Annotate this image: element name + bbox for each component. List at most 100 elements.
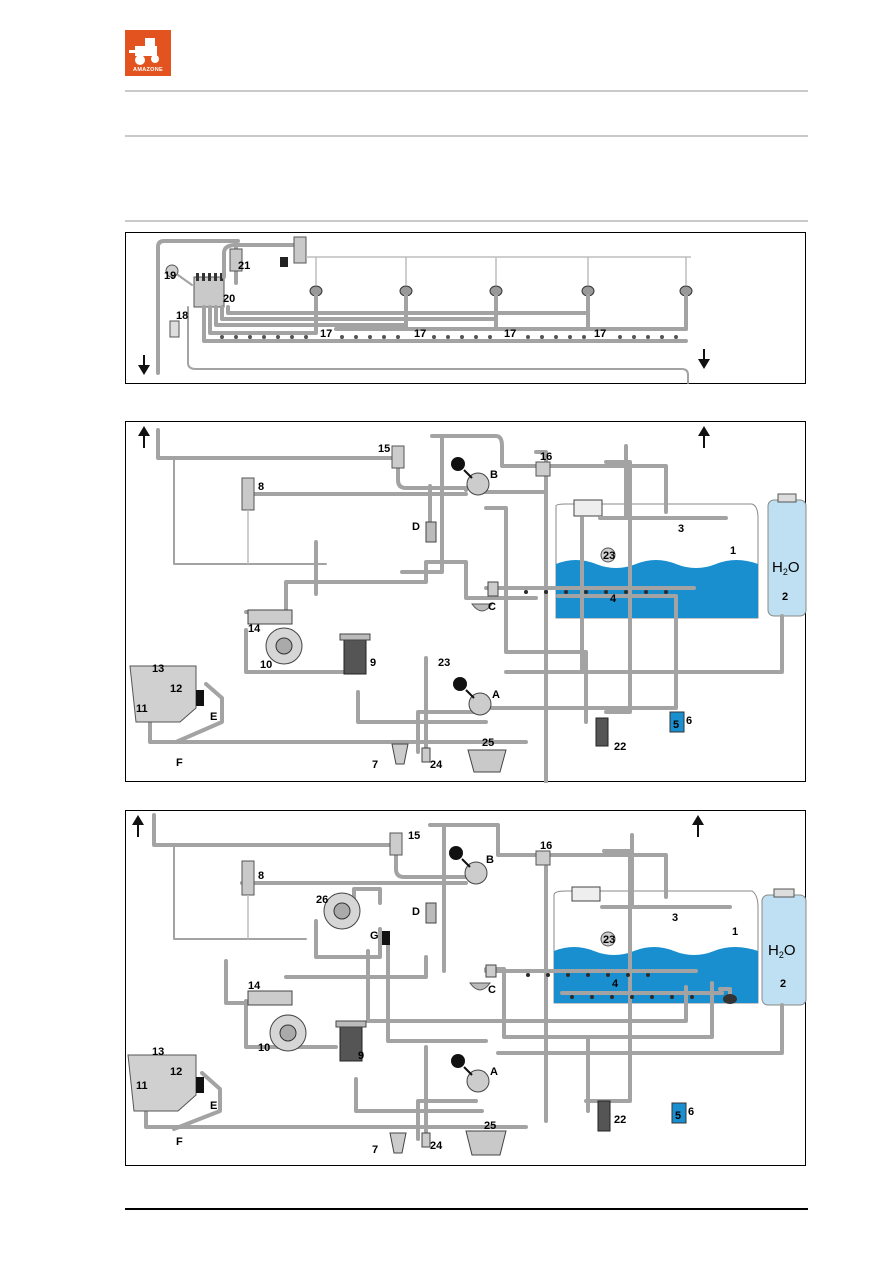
- label-E: E: [210, 711, 217, 723]
- hose-reel-icon: [597, 1100, 611, 1132]
- canister-icon: [669, 711, 685, 733]
- valve-icon: [389, 1132, 407, 1154]
- label-C: C: [488, 984, 496, 996]
- label-19: 19: [164, 270, 176, 282]
- label-15: 15: [408, 830, 420, 842]
- gauge-icon: [600, 547, 616, 563]
- label-D: D: [412, 906, 420, 918]
- valve-icon: [247, 990, 293, 1006]
- valve-icon: [391, 445, 405, 469]
- label-5: 5: [673, 719, 679, 731]
- label-8: 8: [258, 481, 264, 493]
- label-F: F: [176, 1136, 183, 1148]
- label-1: 1: [730, 545, 736, 557]
- agitator-nozzles-2: [570, 995, 694, 999]
- flowmeter-icon: [241, 860, 255, 896]
- label-24: 24: [430, 1140, 443, 1152]
- arrow-up-icon: [132, 815, 144, 837]
- arrow-up-icon: [698, 426, 710, 448]
- label-14: 14: [248, 980, 261, 992]
- valve-icon: [425, 902, 437, 924]
- logo-text: AMAZONE: [133, 67, 163, 73]
- valve-icon: [453, 677, 492, 716]
- label-12: 12: [170, 1066, 182, 1078]
- label-22: 22: [614, 741, 626, 753]
- label-F: F: [176, 757, 183, 769]
- circuit-diagram-panel-2: 1 2 3 4 5 6 7 8 9 10 11 12 13 14 15 16 2…: [125, 810, 807, 1166]
- label-16: 16: [540, 451, 552, 463]
- label-12: 12: [170, 683, 182, 695]
- label-3: 3: [672, 912, 678, 924]
- section-nozzles: [309, 285, 693, 297]
- label-2: 2: [782, 591, 788, 603]
- label-A: A: [492, 689, 500, 701]
- pump-icon: [323, 892, 361, 930]
- label-16: 16: [540, 840, 552, 852]
- section-rule: [125, 135, 808, 137]
- valve-icon: [382, 931, 390, 945]
- label-2: 2: [780, 978, 786, 990]
- label-20: 20: [223, 293, 235, 305]
- label-21: 21: [238, 260, 250, 272]
- nozzle-row: [220, 335, 678, 339]
- label-24: 24: [430, 759, 443, 771]
- freshwater-tank: [767, 493, 807, 617]
- label-15: 15: [378, 443, 390, 455]
- label-13: 13: [152, 1046, 164, 1058]
- tractor-icon: [129, 38, 159, 65]
- section-rule: [125, 220, 808, 222]
- canister-icon: [671, 1102, 687, 1124]
- label-11: 11: [136, 703, 148, 715]
- label-D: D: [412, 521, 420, 533]
- pump-icon: [265, 627, 303, 665]
- section-valve-block: [193, 273, 225, 308]
- label-25: 25: [484, 1120, 496, 1132]
- valve-icon: [485, 964, 497, 978]
- boom-diagram-panel: 21 19 20 18 17 17 17 17: [125, 232, 806, 384]
- induction-hopper: [129, 665, 197, 723]
- label-4: 4: [612, 978, 619, 990]
- label-8: 8: [258, 870, 264, 882]
- arrow-up-icon: [138, 426, 150, 448]
- footer-rule: [125, 1208, 808, 1210]
- agitator-nozzles: [526, 973, 650, 977]
- valve-icon: [535, 850, 551, 866]
- main-tank: [553, 886, 759, 1004]
- label-25: 25: [482, 737, 494, 749]
- filter-icon: [343, 637, 367, 675]
- bucket-icon: [465, 1130, 507, 1156]
- label-B: B: [490, 469, 498, 481]
- label-10: 10: [260, 659, 272, 671]
- label-6: 6: [686, 715, 692, 727]
- label-14: 14: [248, 623, 261, 635]
- label-17: 17: [594, 328, 606, 340]
- hose-reel-icon: [595, 717, 609, 747]
- label-23: 23: [438, 657, 450, 669]
- label-G: G: [370, 930, 379, 942]
- label-7: 7: [372, 759, 378, 771]
- label-7: 7: [372, 1144, 378, 1156]
- label-18: 18: [176, 310, 188, 322]
- label-10: 10: [258, 1042, 270, 1054]
- header-rule: [125, 90, 808, 92]
- label-17: 17: [320, 328, 332, 340]
- label-23: 23: [603, 550, 615, 562]
- label-A: A: [490, 1066, 498, 1078]
- label-17: 17: [414, 328, 426, 340]
- label-9: 9: [370, 657, 376, 669]
- label-4: 4: [610, 593, 617, 605]
- circulation-valve-icon: [293, 236, 307, 264]
- label-h2o: H2O: [768, 942, 796, 960]
- agitator-nozzles: [524, 590, 668, 594]
- circuit-diagram-panel: 1 2 3 4 5 6 7 8 9 10 11 12 13 14 15 16 2…: [125, 421, 807, 783]
- label-26: 26: [316, 894, 328, 906]
- bucket-icon: [467, 749, 507, 773]
- valve-icon: [389, 832, 403, 856]
- arrow-down-icon: [698, 349, 710, 369]
- arrow-down-icon: [138, 355, 150, 375]
- label-13: 13: [152, 663, 164, 675]
- valve-icon: [535, 461, 551, 477]
- label-E: E: [210, 1100, 217, 1112]
- label-6: 6: [688, 1106, 694, 1118]
- label-B: B: [486, 854, 494, 866]
